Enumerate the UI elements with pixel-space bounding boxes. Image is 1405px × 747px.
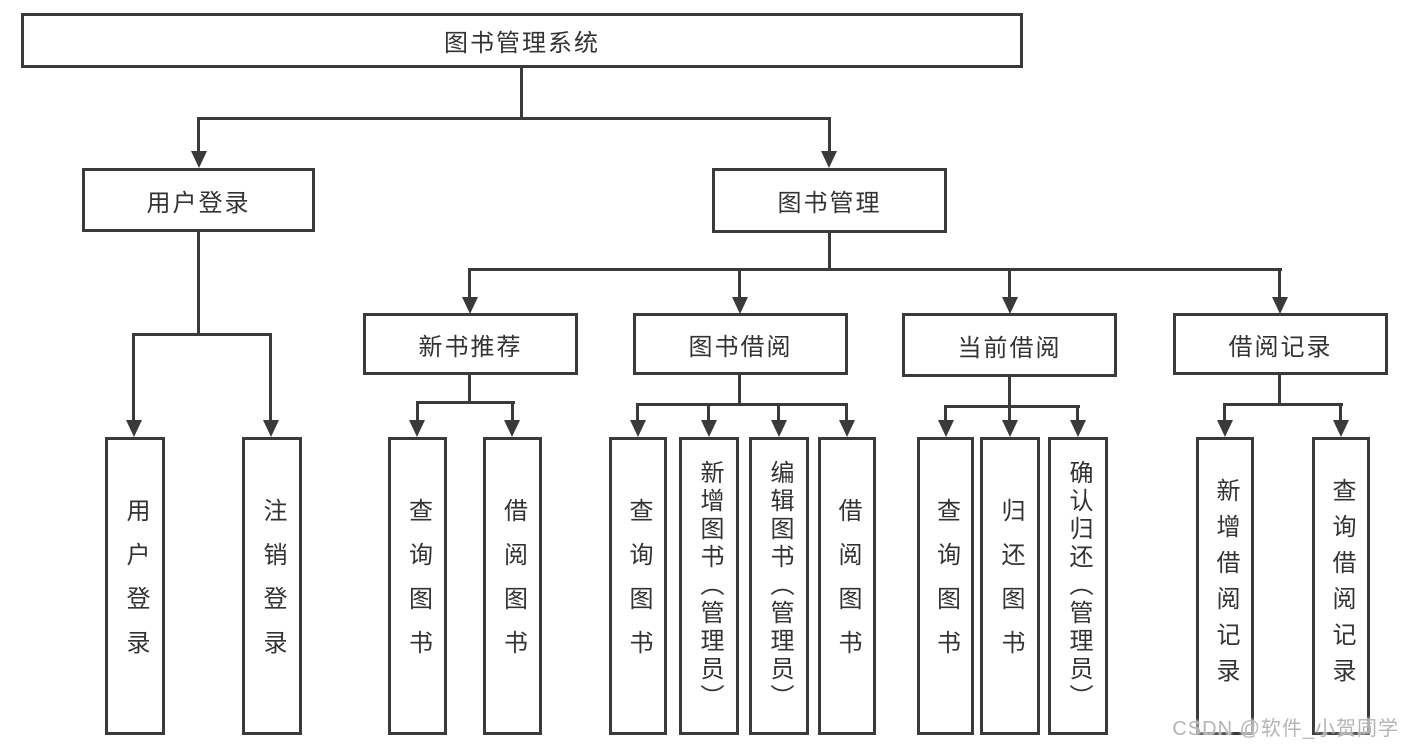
connector-line: [944, 405, 1080, 408]
arrow-down-icon: [1070, 420, 1086, 437]
arrow-down-icon: [732, 297, 748, 314]
leaf-current-query-label: 查询图书: [932, 498, 960, 674]
connector-line: [1223, 403, 1343, 406]
leaf-current-return: 归还图书: [980, 437, 1040, 735]
leaf-records-add: 新增借阅记录: [1196, 437, 1254, 735]
node-book-mgmt-label: 图书管理: [777, 190, 882, 217]
leaf-newbooks-borrow-label: 借阅图书: [499, 498, 527, 674]
arrow-down-icon: [701, 420, 717, 437]
connector-line: [1008, 405, 1011, 421]
leaf-user-login-label: 用户登录: [122, 498, 149, 674]
leaf-borrow-add: 新增图书（管理员）: [679, 437, 739, 735]
leaf-borrow-query-label: 查询图书: [625, 498, 652, 674]
connector-line: [738, 373, 741, 405]
leaf-borrow-edit-label: 编辑图书（管理员）: [766, 460, 793, 712]
node-book-mgmt: 图书管理: [712, 168, 947, 233]
connector-line: [777, 403, 780, 421]
node-book-borrow: 图书借阅: [633, 313, 848, 375]
connector-line: [416, 401, 515, 404]
connector-line: [468, 268, 471, 298]
connector-line: [132, 333, 135, 421]
leaf-borrow-borrow: 借阅图书: [818, 437, 876, 735]
arrow-down-icon: [191, 151, 207, 168]
arrow-down-icon: [771, 420, 787, 437]
leaf-current-return-label: 归还图书: [997, 498, 1024, 674]
node-borrow-records: 借阅记录: [1173, 313, 1388, 375]
leaf-logout: 注销登录: [242, 437, 302, 735]
node-user-login: 用户登录: [82, 168, 315, 232]
leaf-current-query: 查询图书: [917, 437, 974, 735]
connector-line: [707, 403, 710, 421]
leaf-logout-label: 注销登录: [259, 498, 286, 674]
leaf-borrow-add-label: 新增图书（管理员）: [696, 460, 723, 712]
leaf-current-confirm-label: 确认归还（管理员）: [1065, 460, 1092, 712]
connector-line: [944, 405, 947, 421]
connector-line: [828, 117, 831, 152]
node-new-books-label: 新书推荐: [418, 333, 523, 361]
node-new-books: 新书推荐: [363, 313, 578, 375]
node-root: 图书管理系统: [21, 13, 1023, 68]
connector-line: [511, 401, 514, 421]
leaf-newbooks-query-label: 查询图书: [404, 498, 432, 674]
arrow-down-icon: [630, 420, 646, 437]
connector-line: [1339, 403, 1342, 421]
leaf-borrow-edit: 编辑图书（管理员）: [749, 437, 809, 735]
connector-line: [828, 231, 831, 270]
connector-line: [468, 268, 1282, 271]
arrow-down-icon: [409, 420, 425, 437]
connector-line: [1278, 373, 1281, 405]
connector-line: [197, 117, 831, 120]
arrow-down-icon: [1002, 420, 1018, 437]
connector-line: [468, 373, 471, 403]
arrow-down-icon: [1217, 420, 1233, 437]
node-book-borrow-label: 图书借阅: [688, 333, 793, 361]
leaf-records-add-label: 新增借阅记录: [1212, 478, 1239, 694]
csdn-watermark: CSDN @软件_小贺同学: [1172, 718, 1399, 740]
connector-line: [132, 333, 272, 336]
arrow-down-icon: [1002, 297, 1018, 314]
leaf-newbooks-query: 查询图书: [388, 437, 447, 735]
leaf-current-confirm: 确认归还（管理员）: [1048, 437, 1108, 735]
arrow-down-icon: [1272, 297, 1288, 314]
connector-line: [1278, 268, 1281, 298]
connector-line: [416, 401, 419, 421]
connector-line: [197, 230, 200, 336]
connector-line: [1008, 375, 1011, 407]
connector-line: [1008, 268, 1011, 298]
leaf-borrow-query: 查询图书: [609, 437, 667, 735]
connector-line: [269, 333, 272, 421]
arrow-down-icon: [938, 420, 954, 437]
arrow-down-icon: [821, 151, 837, 168]
node-current-borrow: 当前借阅: [902, 313, 1117, 377]
connector-line: [1223, 403, 1226, 421]
connector-line: [845, 403, 848, 421]
arrow-down-icon: [1333, 420, 1349, 437]
connector-line: [197, 117, 200, 152]
node-user-login-label: 用户登录: [146, 189, 251, 217]
connector-line: [636, 403, 639, 421]
arrow-down-icon: [462, 297, 478, 314]
arrow-down-icon: [263, 420, 279, 437]
connector-line: [738, 268, 741, 298]
leaf-records-query: 查询借阅记录: [1312, 437, 1370, 735]
connector-line: [1076, 405, 1079, 421]
arrow-down-icon: [839, 420, 855, 437]
connector-line: [520, 66, 523, 120]
leaf-borrow-borrow-label: 借阅图书: [834, 498, 861, 674]
leaf-records-query-label: 查询借阅记录: [1328, 478, 1355, 694]
node-current-borrow-label: 当前借阅: [957, 334, 1062, 362]
arrow-down-icon: [126, 420, 142, 437]
arrow-down-icon: [504, 420, 520, 437]
leaf-user-login: 用户登录: [105, 437, 165, 735]
node-root-label: 图书管理系统: [444, 30, 600, 57]
connector-line: [636, 403, 848, 406]
node-borrow-records-label: 借阅记录: [1228, 333, 1333, 361]
leaf-newbooks-borrow: 借阅图书: [483, 437, 542, 735]
